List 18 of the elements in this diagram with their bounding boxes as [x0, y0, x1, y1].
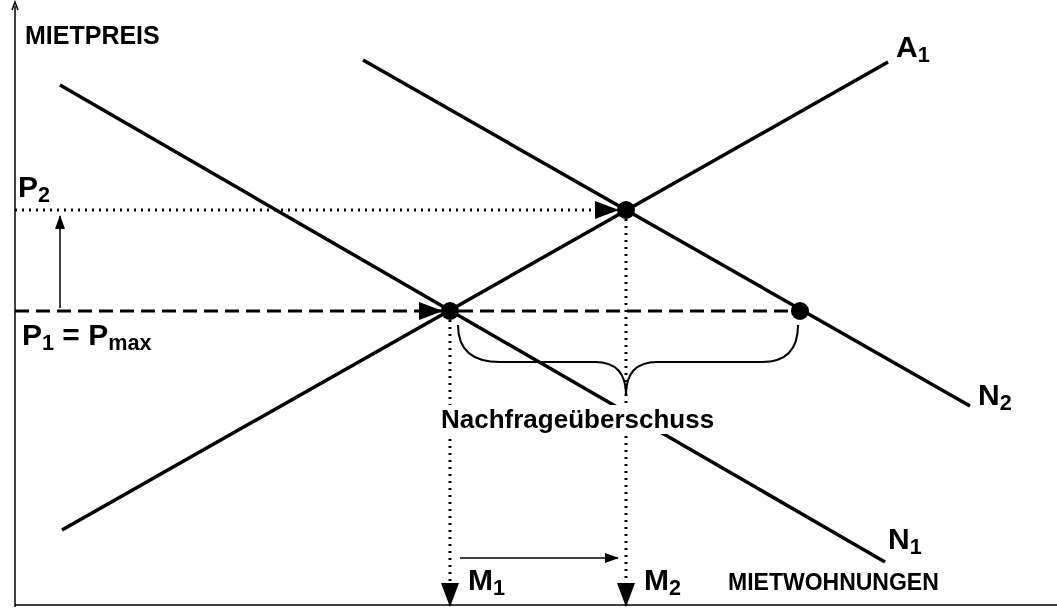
- equilibrium-point: [617, 201, 635, 219]
- axis-label: A$_{1}$: [896, 30, 930, 63]
- axis-label: MIETPREIS: [25, 22, 160, 50]
- axis-label: M$_{2}$: [644, 563, 681, 596]
- arrow: [441, 320, 459, 607]
- arrow: [617, 219, 635, 607]
- axis-label: N$_{1}$: [888, 522, 922, 555]
- equilibrium-point: [791, 302, 809, 320]
- arrow: [15, 201, 619, 219]
- dashed-line: [459, 309, 791, 313]
- axis-label: Nachfrageüberschuss: [441, 405, 715, 434]
- axis-label: N$_{2}$: [978, 378, 1012, 411]
- arrow: [15, 302, 443, 320]
- axis-label: M$_{1}$: [468, 563, 505, 596]
- axis-label: P$_{1}$ = P$_{max}$: [22, 318, 152, 351]
- axis-label: P$_{2}$: [18, 170, 51, 203]
- equilibrium-point: [441, 302, 459, 320]
- axis-label: MIETWOHNUNGEN: [728, 570, 939, 596]
